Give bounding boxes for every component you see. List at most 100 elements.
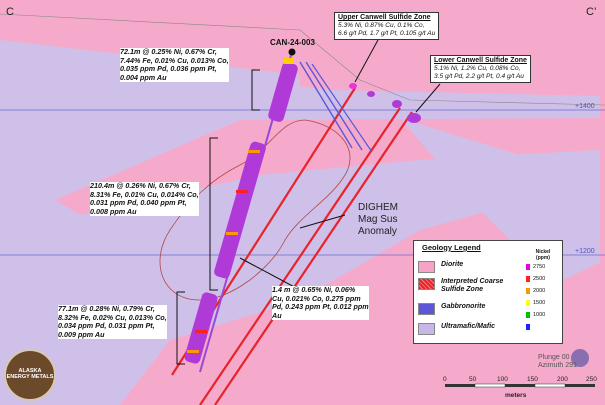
- intercept-top-line-3: 0.035 ppm Pd, 0.036 ppm Pt,: [120, 64, 217, 74]
- intercept-middle-line-2: 8.31% Fe, 0.01% Cu, 0.014% Co,: [90, 189, 199, 199]
- company-logo: ALASKA ENERGY METALS: [4, 349, 56, 401]
- anomaly-label-line-3: Anomaly: [358, 226, 397, 237]
- intercept-lower-line-4: 0.009 ppm Au: [58, 329, 105, 339]
- elevation-label-1400: +1400: [575, 103, 595, 110]
- nickel-row-1: 2750: [526, 264, 545, 270]
- topography-line: [0, 13, 605, 106]
- legend-label-diorite: Diorite: [441, 261, 464, 268]
- plunge-label: Plunge 00: [538, 354, 570, 361]
- scale-bar-graphic: [445, 383, 595, 388]
- collar-marker: [288, 48, 296, 56]
- intercept-top-line-1: 72.1m @ 0.25% Ni, 0.67% Cr,: [120, 47, 217, 56]
- assay-band-red-2: [195, 330, 207, 333]
- logo-text-line-2: ENERGY METALS: [6, 374, 54, 380]
- logo-text-line-1: ALASKA: [18, 368, 42, 374]
- lower-zone-marker-1: [392, 100, 402, 108]
- nickel-row-3: 2000: [526, 288, 545, 294]
- gabbronorite-trace-1: [299, 61, 353, 149]
- nickel-row-4: 1500: [526, 300, 545, 306]
- lower-zone-title: Lower Canwell Sulfide Zone: [434, 57, 527, 64]
- assay-band-yellow: [284, 58, 294, 64]
- anomaly-label: DIGHEM Mag Sus Anomaly: [358, 202, 398, 238]
- intercept-middle: 210.4m @ 0.26% Ni, 0.67% Cr, 8.31% Fe, 0…: [90, 181, 199, 217]
- lower-zone-line-1: 5.1% Ni, 1.2% Cu, 0.08% Co,: [434, 65, 521, 72]
- azimuth-label: Azimuth 291: [538, 362, 577, 369]
- elevation-label-1200: +1200: [575, 248, 595, 255]
- anomaly-label-line-2: Mag Sus: [358, 214, 398, 225]
- nickel-title-line-1: Nickel: [535, 249, 551, 255]
- leader-short-intercept: [239, 257, 301, 291]
- hole-id-label: CAN-24-003: [270, 38, 315, 47]
- scale-tick-150: 150: [527, 376, 538, 383]
- assay-band-orange-3: [187, 350, 199, 353]
- legend-label-ultramafic: Ultramafic/Mafic: [441, 323, 496, 330]
- assay-segment-top: [268, 62, 298, 122]
- assay-band-red-1: [236, 190, 248, 193]
- bracket-lower: [176, 291, 185, 365]
- legend-item-diorite: Diorite: [418, 261, 463, 273]
- lower-zone-marker-2: [407, 113, 421, 123]
- upper-zone-line-2: 6.6 g/t Pd, 1.7 g/t Pt, 0.105 g/t Au: [338, 30, 436, 37]
- intercept-short-line-3: Pd, 0.243 ppm Pt, 0.012 ppm: [272, 302, 369, 312]
- nickel-swatch-2: [526, 276, 530, 282]
- bracket-top: [251, 69, 260, 111]
- intercept-top-line-2: 7.44% Fe, 0.01% Cu, 0.013% Co,: [120, 55, 229, 65]
- legend-title: Geology Legend: [422, 243, 481, 252]
- leader-anomaly: [299, 214, 346, 229]
- legend-swatch-gabbronorite: [418, 303, 435, 315]
- scale-unit: meters: [505, 392, 527, 399]
- nickel-row-6: [526, 324, 533, 330]
- intercept-lower-line-1: 77.1m @ 0.28% Ni, 0.79% Cr,: [58, 304, 155, 313]
- legend-label-gabbronorite: Gabbronorite: [441, 303, 486, 310]
- intercept-middle-line-1: 210.4m @ 0.26% Ni, 0.67% Cr,: [90, 181, 191, 190]
- upper-zone-marker-1: [349, 83, 357, 89]
- assay-band-orange-1: [248, 150, 260, 153]
- legend-swatch-diorite: [418, 261, 435, 273]
- mag-sus-anomaly-outline: [159, 119, 351, 301]
- lower-zone-box: Lower Canwell Sulfide Zone 5.1% Ni, 1.2%…: [430, 55, 531, 83]
- upper-zone-marker-2: [367, 91, 375, 97]
- intercept-short-line-4: Au: [272, 310, 282, 320]
- scale-tick-250: 250: [586, 376, 597, 383]
- scale-tick-100: 100: [497, 376, 508, 383]
- geology-legend: Geology Legend Diorite Interpreted Coars…: [413, 240, 563, 344]
- intercept-short-line-2: Cu, 0.021% Co, 0.275 ppm: [272, 293, 361, 303]
- intercept-short-line-1: 1.4 m @ 0.65% Ni, 0.06%: [272, 285, 356, 294]
- gabbronorite-trace-3: [311, 63, 373, 153]
- scale-tick-0: 0: [443, 376, 447, 383]
- section-start-label: C: [6, 6, 14, 18]
- nickel-scale: Nickel (ppm) 2750 2500 2000 1500 1000: [526, 249, 560, 330]
- upper-zone-title: Upper Canwell Sulfide Zone: [338, 14, 431, 21]
- nickel-title-line-2: (ppm): [536, 254, 550, 261]
- nickel-value-1: 2750: [533, 264, 546, 270]
- sulfide-zone-right: [214, 111, 413, 405]
- intercept-top-line-4: 0.004 ppm Au: [120, 72, 167, 82]
- sulfide-zone-middle: [199, 107, 401, 405]
- legend-label-sulfide: Interpreted Coarse Sulfide Zone: [441, 278, 504, 293]
- nickel-value-2: 2500: [533, 276, 546, 282]
- leader-lower-zone: [415, 83, 441, 113]
- logo-text: ALASKA ENERGY METALS: [6, 368, 54, 380]
- legend-item-ultramafic: Ultramafic/Mafic: [418, 323, 495, 335]
- intercept-short: 1.4 m @ 0.65% Ni, 0.06% Cu, 0.021% Co, 0…: [272, 285, 369, 321]
- lower-zone-line-2: 3.5 g/t Pd, 2.2 g/t Pt, 0.4 g/t Au: [434, 73, 524, 80]
- section-end-label: C’: [586, 6, 597, 18]
- intercept-lower-line-2: 8.32% Fe, 0.02% Cu, 0.013% Co,: [58, 312, 167, 322]
- intercept-top: 72.1m @ 0.25% Ni, 0.67% Cr, 7.44% Fe, 0.…: [120, 47, 229, 83]
- assay-segment-middle: [214, 141, 266, 279]
- scale-tick-200: 200: [557, 376, 568, 383]
- legend-item-sulfide: Interpreted Coarse Sulfide Zone: [418, 278, 528, 294]
- nickel-swatch-6: [526, 324, 530, 330]
- scale-tick-50: 50: [469, 376, 477, 383]
- legend-swatch-sulfide: [418, 278, 435, 290]
- intercept-lower-line-3: 0.034 ppm Pd, 0.031 ppm Pt,: [58, 321, 155, 331]
- upper-zone-box: Upper Canwell Sulfide Zone 5.3% Ni, 0.87…: [334, 12, 440, 40]
- leader-upper-zone: [354, 39, 379, 83]
- legend-swatch-ultramafic: [418, 323, 435, 335]
- intercept-middle-line-3: 0.031 ppm Pd, 0.040 ppm Pt,: [90, 198, 187, 208]
- legend-item-gabbronorite: Gabbronorite: [418, 303, 485, 315]
- upper-zone-line-1: 5.3% Ni, 0.87% Cu, 0.1% Co,: [338, 22, 425, 29]
- anomaly-label-line-1: DIGHEM: [358, 202, 398, 213]
- nickel-swatch-1: [526, 264, 530, 270]
